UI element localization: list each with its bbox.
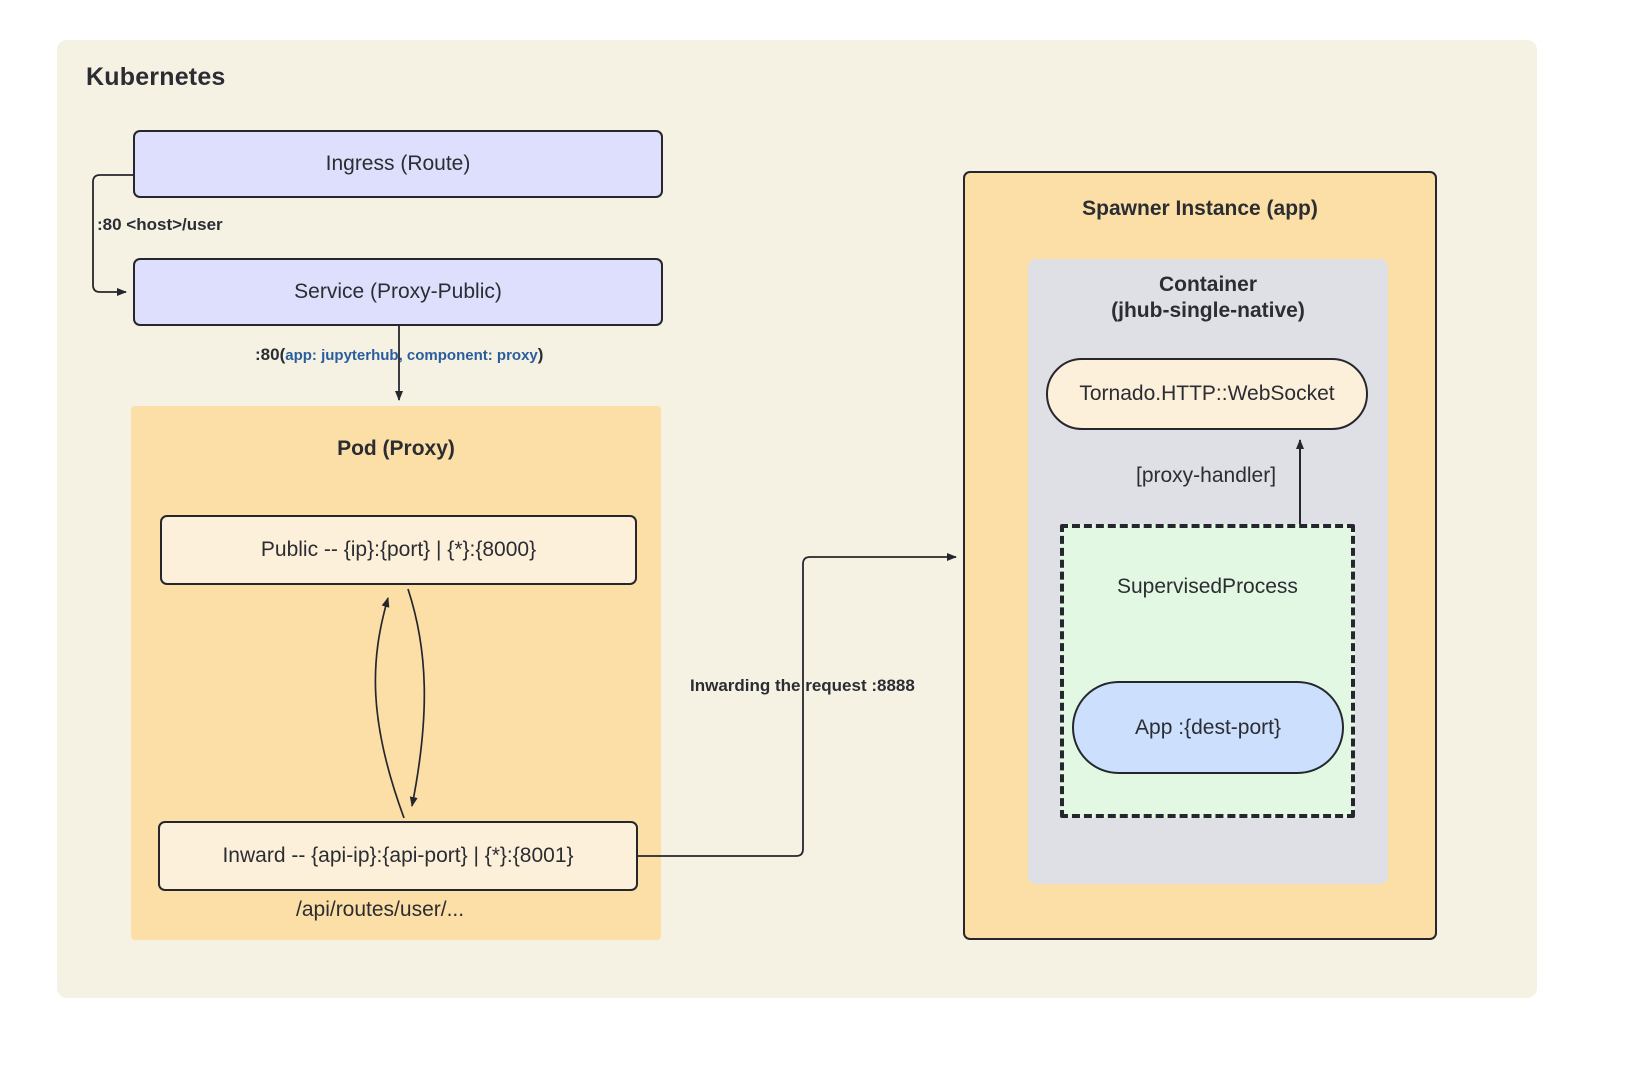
node-service-proxy-public[interactable]: Service (Proxy-Public) [133, 258, 663, 326]
group-container-title: Container (jhub-single-native) [1028, 272, 1388, 323]
edge-label-inwarding-request-text: Inwarding the request :8888 [690, 676, 915, 695]
node-public-listener[interactable]: Public -- {ip}:{port} | {*}:{8000} [160, 515, 637, 585]
node-ingress[interactable]: Ingress (Route) [133, 130, 663, 198]
node-service-proxy-public-label: Service (Proxy-Public) [294, 279, 502, 303]
edge-open-paren: ( [279, 345, 286, 364]
edge-close-paren: ) [537, 345, 544, 364]
group-pod-proxy-title-text: Pod (Proxy) [337, 437, 455, 460]
edge-label-proxy-handler-text: [proxy-handler] [1136, 464, 1277, 487]
group-container-title-line1: Container [1158, 273, 1257, 296]
edge-label-ingress-to-service-text: :80 <host>/user [97, 215, 223, 234]
group-pod-proxy-title: Pod (Proxy) [131, 436, 661, 462]
edge-label-proxy-handler: [proxy-handler] [1136, 464, 1276, 488]
edge-label-service-to-pod: :80(app: jupyterhub, component: proxy) [255, 345, 543, 365]
label-api-routes-user-text: /api/routes/user/... [296, 898, 465, 921]
node-public-listener-label: Public -- {ip}:{port} | {*}:{8000} [260, 537, 537, 561]
edge-port-80: :80 [255, 345, 280, 364]
kubernetes-cluster-label: Kubernetes [86, 63, 226, 91]
group-supervised-process-title-text: SupervisedProcess [1117, 575, 1298, 598]
node-inward-listener[interactable]: Inward -- {api-ip}:{api-port} | {*}:{800… [158, 821, 638, 891]
node-tornado-websocket[interactable]: Tornado.HTTP::WebSocket [1046, 358, 1368, 430]
group-spawner-instance-title-text: Spawner Instance (app) [1082, 197, 1318, 220]
node-tornado-websocket-label: Tornado.HTTP::WebSocket [1079, 382, 1335, 405]
edge-label-inwarding-request: Inwarding the request :8888 [690, 676, 915, 696]
edge-selector-labels: app: jupyterhub, component: proxy [285, 347, 538, 364]
group-container-title-line2: (jhub-single-native) [1111, 298, 1305, 322]
edge-label-ingress-to-service: :80 <host>/user [97, 215, 223, 235]
node-ingress-label: Ingress (Route) [325, 151, 471, 175]
node-app-label: App :{dest-port} [1135, 715, 1281, 739]
group-spawner-instance-title: Spawner Instance (app) [963, 196, 1437, 222]
label-api-routes-user: /api/routes/user/... [296, 898, 464, 922]
node-app[interactable]: App :{dest-port} [1072, 681, 1344, 774]
group-supervised-process-title: SupervisedProcess [1117, 575, 1298, 599]
node-inward-listener-label: Inward -- {api-ip}:{api-port} | {*}:{800… [222, 843, 574, 867]
